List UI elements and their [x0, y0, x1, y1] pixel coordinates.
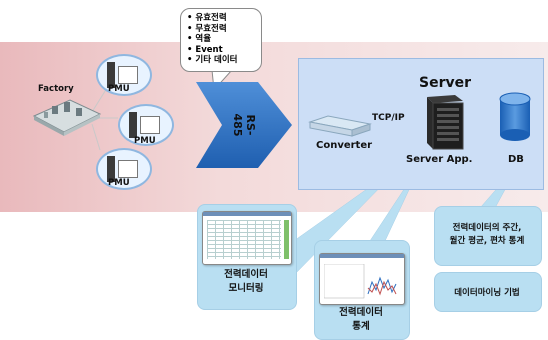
data-mining-callout — [434, 272, 542, 312]
pmu-device-3 — [96, 148, 152, 190]
rs485-label: RS-485 — [231, 113, 257, 137]
data-mining-label: 데이터마이닝 기법 — [454, 288, 520, 298]
pmu-device-2 — [118, 104, 174, 146]
converter-label: Converter — [316, 140, 373, 151]
pmu-device-1 — [96, 54, 152, 96]
bubble-item: 유효전력 — [187, 13, 255, 24]
statistics-label: 전력데이터 통계 — [339, 307, 383, 332]
factory-label: Factory — [38, 84, 74, 94]
monitoring-label: 전력데이터 모니터링 — [224, 269, 268, 294]
pmu-label: PMU — [108, 178, 130, 188]
pmu-label: PMU — [134, 136, 156, 146]
factory-icon — [32, 99, 102, 136]
data-types-bubble: 유효전력 무효전력 역율 Event 기타 데이터 — [180, 8, 262, 72]
bubble-item: 기타 데이터 — [187, 55, 255, 66]
bubble-item: 역율 — [187, 34, 255, 45]
rs485-arrow — [196, 82, 292, 168]
db-statistics-label: 전력데이터의 주간, 월간 평균, 편차 통계 — [449, 223, 525, 246]
database-icon — [499, 92, 531, 141]
db-label: DB — [508, 154, 524, 165]
tcp-ip-label: TCP/IP — [372, 113, 405, 123]
bubble-item: 무효전력 — [187, 24, 255, 35]
factory-pmu-line-3 — [91, 123, 101, 151]
db-statistics-callout — [434, 206, 542, 266]
monitoring-screen-thumbnail — [202, 211, 292, 265]
server-title: Server — [419, 75, 472, 91]
server-app-label: Server App. — [406, 154, 473, 165]
bubble-item: Event — [187, 45, 255, 56]
pmu-label: PMU — [108, 84, 130, 94]
server-icon — [427, 95, 464, 150]
statistics-screen-thumbnail — [319, 253, 405, 305]
converter-icon — [308, 115, 372, 137]
